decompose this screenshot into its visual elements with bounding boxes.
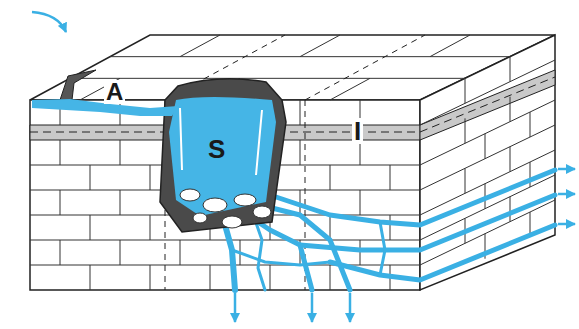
part-letter: I	[352, 118, 363, 144]
brick-joint	[485, 134, 486, 159]
outflow-arrow	[558, 223, 575, 226]
brick-joint	[420, 100, 555, 165]
boulder	[253, 206, 271, 218]
brick-joint	[465, 118, 466, 143]
brick-joint	[510, 147, 511, 172]
brick-joint	[330, 265, 331, 290]
brick-joint	[465, 168, 466, 193]
boulder	[180, 189, 200, 201]
conduit	[232, 250, 330, 265]
part-letter: S	[206, 136, 227, 162]
outflow-arrow	[349, 293, 352, 322]
brick-joint	[420, 175, 555, 240]
boulder	[222, 216, 242, 228]
brick-joint	[210, 265, 211, 290]
brick-joint	[510, 57, 511, 82]
brick-joint	[465, 78, 466, 103]
brick-joint	[300, 140, 301, 165]
brick-joint	[300, 100, 301, 125]
shale-band	[420, 70, 555, 140]
brick-joint	[360, 190, 361, 215]
dashed-line	[420, 77, 555, 132]
brick-joint	[430, 35, 470, 57]
outflow-arrow	[558, 193, 575, 196]
stream-bank	[60, 70, 96, 100]
brick-joint	[510, 197, 511, 222]
brick-joint	[60, 240, 61, 265]
brick-joint	[330, 165, 331, 190]
brick-joints	[30, 35, 555, 290]
outflow-arrow	[558, 168, 575, 171]
brick-joint	[390, 215, 391, 240]
brick-joint	[120, 140, 121, 165]
dashed-line	[305, 35, 425, 100]
brick-joint	[70, 78, 465, 79]
brick-joint	[150, 165, 151, 190]
brick-joint	[90, 215, 91, 240]
brick-joint	[270, 265, 271, 290]
outflow-arrow	[234, 293, 237, 322]
outflow-arrows	[235, 169, 575, 322]
brick-joint	[60, 140, 61, 165]
waterfall	[169, 97, 276, 216]
part-letter: A	[104, 80, 125, 104]
outflow-arrow	[311, 293, 314, 322]
conduit	[380, 222, 385, 275]
brick-joint	[110, 56, 510, 57]
boulder	[203, 198, 227, 212]
brick-joint	[90, 265, 91, 290]
brick-joint	[30, 240, 420, 241]
boulder	[193, 213, 207, 223]
boulders	[180, 189, 271, 228]
brick-joint	[90, 165, 91, 190]
brick-joint	[150, 265, 151, 290]
brick-joint	[300, 35, 340, 57]
inflow-arrow	[32, 12, 66, 32]
brick-joint	[530, 112, 531, 137]
brick-joint	[180, 35, 220, 57]
conduit	[270, 170, 555, 225]
water-streak	[180, 108, 262, 175]
brick-joint	[420, 60, 555, 125]
brick-joint	[120, 190, 121, 215]
brick-joint	[30, 265, 420, 266]
brick-joint	[330, 215, 331, 240]
brick-joint	[150, 215, 151, 240]
conduit	[330, 225, 555, 280]
boulder	[234, 194, 256, 206]
brick-joint	[510, 97, 511, 122]
brick-joint	[60, 190, 61, 215]
brick-joint	[390, 165, 391, 190]
conduit	[255, 220, 265, 290]
brick-joint	[530, 162, 531, 187]
brick-joint	[120, 240, 121, 265]
brick-joint	[330, 78, 370, 100]
brick-joint	[180, 240, 181, 265]
swallow-hole	[160, 79, 286, 232]
